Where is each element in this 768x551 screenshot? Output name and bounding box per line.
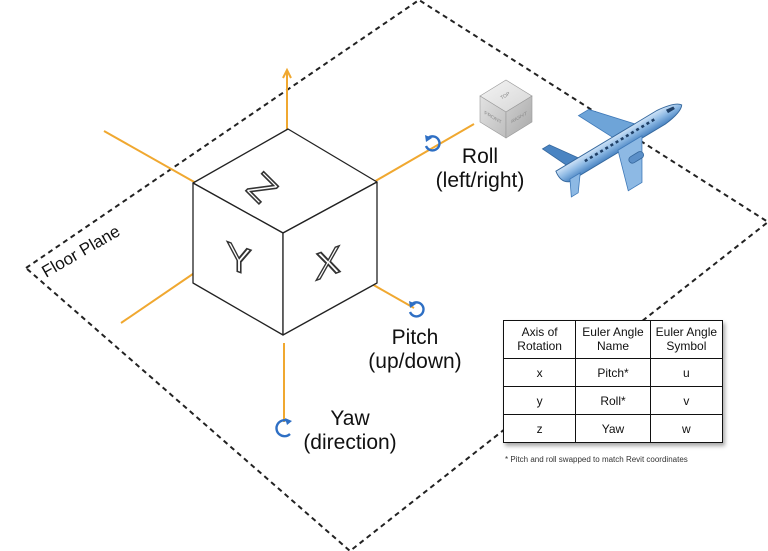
table-row: y Roll* v	[502, 386, 724, 415]
table-row: x Pitch* u	[502, 358, 724, 387]
table-cell-axis: x	[502, 358, 577, 387]
table-cell-name: Pitch*	[575, 358, 651, 387]
table-cell-axis: y	[502, 386, 577, 415]
view-cube-right-face	[505, 95, 533, 139]
pitch-label: Pitch (up/down)	[345, 326, 485, 373]
pitch-hint: (up/down)	[368, 349, 462, 373]
pitch-name: Pitch	[391, 326, 439, 349]
cube	[192, 128, 378, 336]
table-header-row: Axis of Rotation Euler Angle Name Euler …	[502, 320, 724, 359]
yaw-label: Yaw (direction)	[280, 407, 420, 454]
airplane-windows	[584, 106, 675, 163]
airplane-icon	[541, 103, 683, 198]
table-row: z Yaw w	[502, 414, 724, 443]
cube-y-pointer	[120, 264, 207, 324]
table-cell-axis: z	[502, 414, 577, 443]
table-cell-symbol: v	[649, 386, 724, 415]
floor-plane	[24, 0, 768, 551]
yaw-rotation-icon	[275, 418, 292, 438]
airplane-fuselage	[555, 103, 683, 183]
table-footnote: * Pitch and roll swapped to match Revit …	[505, 455, 688, 464]
table-header-axis: Axis of Rotation	[502, 320, 577, 359]
view-cube-top-label: TOP	[500, 91, 512, 102]
roll-name: Roll	[461, 145, 499, 168]
yaw-name: Yaw	[330, 407, 370, 430]
view-cube-icon: TOP FRONT RIGHT	[479, 79, 533, 139]
table-cell-name: Roll*	[575, 386, 651, 415]
airplane-near-wing	[617, 135, 643, 192]
roll-axis-line	[371, 123, 475, 184]
table-cell-symbol: u	[649, 358, 724, 387]
table-header-name: Euler Angle Name	[575, 320, 651, 359]
table-cell-name: Yaw	[575, 414, 651, 443]
rotation-icons	[275, 135, 441, 438]
airplane-tailplane	[569, 172, 581, 198]
pitch-rotation-icon	[408, 301, 425, 318]
yaw-hint: (direction)	[303, 430, 397, 454]
z-axis-arrowhead	[282, 67, 292, 79]
table-cell-symbol: w	[649, 414, 724, 443]
roll-label: Roll (left/right)	[410, 145, 550, 192]
cube-y-label: Y	[226, 233, 251, 285]
airplane-engine	[628, 151, 644, 164]
table-header-symbol: Euler Angle Symbol	[649, 320, 724, 359]
y-axis-line-upper	[103, 130, 197, 184]
roll-hint: (left/right)	[435, 168, 525, 192]
roll-rotation-icon	[424, 135, 441, 152]
cube-x-label: X	[315, 237, 340, 289]
cube-right-face	[282, 181, 378, 336]
euler-angle-table: Axis of Rotation Euler Angle Name Euler …	[502, 320, 724, 443]
